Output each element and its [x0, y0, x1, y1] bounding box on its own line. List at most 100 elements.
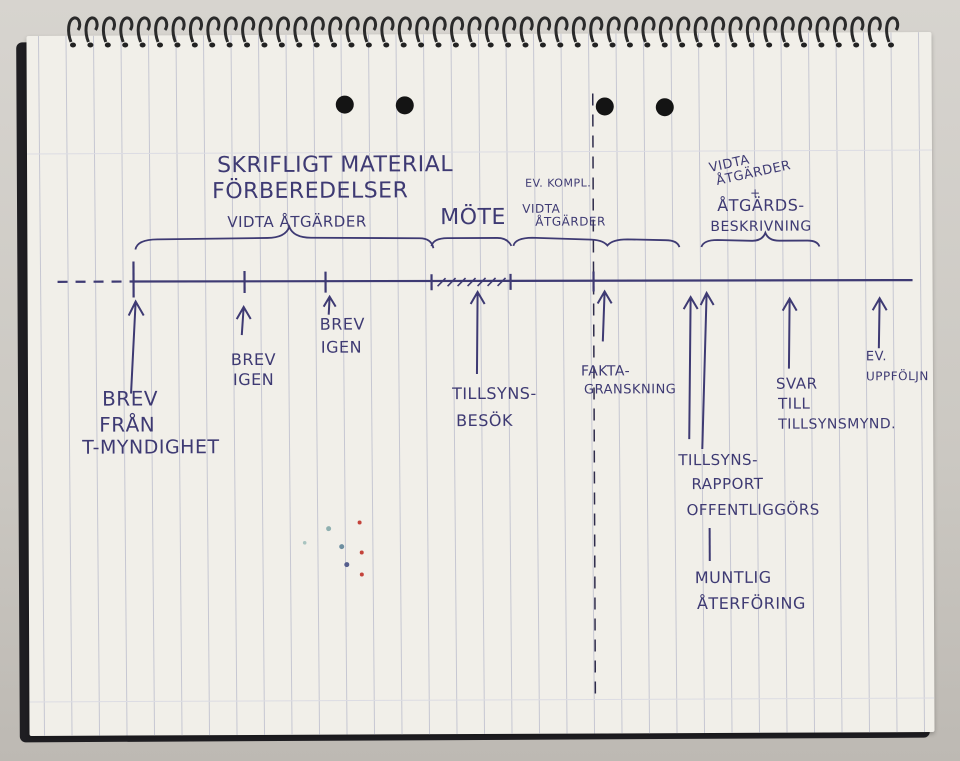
binding-hole	[365, 42, 372, 48]
spiral-coil	[258, 16, 273, 43]
note-vidta-1: VIDTA ÅTGÄRDER	[227, 211, 367, 231]
binding-hole	[818, 42, 825, 48]
binding-hole	[278, 42, 285, 48]
arrows	[127, 289, 888, 562]
ruled-line	[697, 33, 706, 734]
handwritten-timeline-drawing: SKRIFLIGT MATERIAL FÖRBEREDELSER VIDTA Å…	[26, 32, 935, 736]
guide-line	[26, 149, 932, 155]
event-muntlig-1: MUNTLIG	[695, 568, 772, 587]
note-vidta-2a: VIDTA	[522, 202, 560, 216]
spiral-coil	[641, 16, 656, 43]
binding-hole	[191, 42, 198, 48]
binding-hole	[418, 42, 425, 48]
spiral-coil	[223, 16, 238, 43]
binding-hole	[348, 42, 355, 48]
binding-hole	[209, 42, 216, 48]
binding-hole	[870, 42, 877, 48]
binding-hole	[331, 42, 338, 48]
spiral-coil	[676, 16, 691, 43]
arrow-brev-fran	[127, 299, 145, 394]
spiral-coil	[380, 16, 395, 43]
spiral-coil	[241, 16, 256, 43]
arrow-svar	[781, 296, 798, 369]
binding-hole	[626, 42, 633, 48]
event-notes: BREV FRÅN T-MYNDIGHET BREV IGEN BREV IGE…	[81, 315, 929, 614]
punch-hole	[395, 96, 414, 115]
binding-hole	[783, 42, 790, 48]
binding-hole	[731, 42, 738, 48]
ruled-line	[670, 33, 678, 734]
spiral-coil	[693, 16, 708, 43]
ruled-line	[862, 32, 871, 733]
spiral-coil	[554, 16, 569, 43]
ruled-line	[560, 33, 568, 734]
ruled-line	[202, 35, 211, 736]
binding-hole	[400, 42, 407, 48]
spiral-coil	[275, 16, 290, 43]
spiral-coil	[415, 16, 430, 43]
binding-hole	[70, 42, 76, 48]
binding-hole	[139, 42, 146, 48]
event-fakta-1: FAKTA-	[581, 363, 630, 379]
divider-line	[591, 93, 597, 694]
spiral-coil	[362, 16, 378, 43]
spiral-coil	[798, 16, 813, 43]
note-mote: MÖTE	[440, 204, 506, 230]
spiral-coil	[745, 16, 760, 43]
arrow-rapport	[682, 295, 699, 440]
ruled-line	[257, 34, 266, 735]
ruled-line	[230, 35, 238, 736]
binding-hole	[800, 42, 807, 48]
ruled-lines	[37, 32, 926, 736]
note-right-5: BESKRIVNING	[710, 219, 811, 235]
braces	[134, 224, 821, 250]
binding-hole	[574, 42, 581, 48]
event-brev-fran-3: T-MYNDIGHET	[81, 436, 219, 459]
spiral-coil	[763, 16, 778, 43]
spiral-coil	[571, 16, 586, 43]
spiral-coil	[728, 16, 743, 43]
binding-hole	[539, 42, 546, 48]
spiral-coil	[832, 16, 847, 43]
event-ev-2: UPPFÖLJN	[866, 367, 929, 383]
event-brev-igen-a1: BREV	[231, 350, 276, 369]
spiral-coil	[84, 16, 99, 43]
ruled-line	[532, 33, 541, 734]
ruled-line	[752, 32, 761, 733]
binding-hole	[383, 42, 390, 48]
spiral-coils	[67, 16, 900, 48]
binding-hole	[713, 42, 720, 48]
binding-hole	[766, 42, 773, 48]
ruled-line	[120, 35, 128, 736]
ruled-line	[642, 33, 651, 734]
spiral-coil	[188, 16, 203, 43]
arrow-brev-igen-2	[322, 294, 337, 315]
binding-hole	[505, 42, 512, 48]
binding-hole	[244, 42, 251, 48]
arrow-tillsynsbesok	[469, 290, 486, 375]
note-vidta-2b: ÅTGÄRDER	[535, 213, 606, 228]
ruled-line	[615, 33, 623, 734]
guide-line	[29, 697, 935, 703]
spiral-coil	[345, 16, 360, 43]
binding-hole	[592, 42, 599, 48]
spiral-coil	[589, 16, 604, 43]
event-rapport-3: OFFENTLIGGÖRS	[687, 500, 820, 520]
note-ev-kompl: EV. KOMPL.	[525, 177, 591, 190]
spiral-coil	[537, 16, 552, 43]
ruled-line	[312, 34, 321, 735]
spiral-coil	[293, 16, 308, 43]
ruled-line	[835, 32, 843, 733]
spiral-coil	[780, 16, 795, 43]
binding-hole	[226, 42, 233, 48]
ruled-line	[395, 34, 403, 735]
spiral-coil	[467, 16, 482, 43]
event-svar-1: SVAR	[776, 375, 818, 393]
spiral-coil	[624, 16, 639, 43]
event-rapport-1: TILLSYNS-	[677, 451, 758, 469]
brace-vidta	[512, 236, 681, 248]
punch-hole	[655, 98, 674, 117]
binding-hole	[487, 42, 494, 48]
punch-hole	[335, 95, 354, 114]
ruled-line	[37, 35, 46, 736]
